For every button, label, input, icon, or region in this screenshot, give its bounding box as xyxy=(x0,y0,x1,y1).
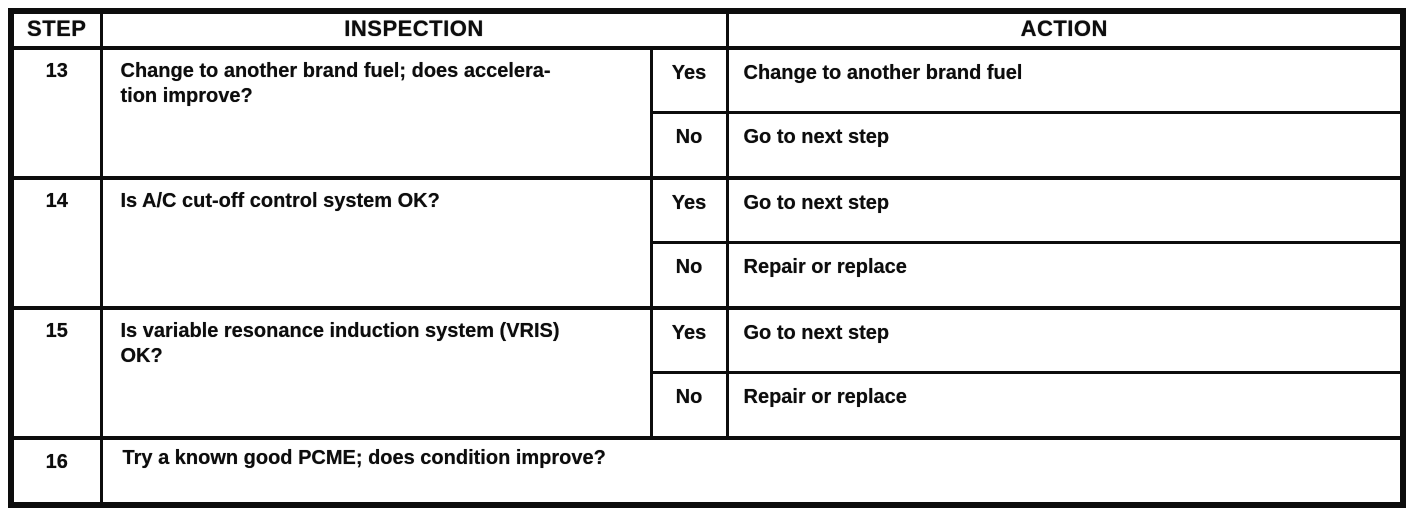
table-row: 13 Change to another brand fuel; does ac… xyxy=(9,45,1405,180)
column-header-step: STEP xyxy=(9,9,103,50)
action-text: Repair or replace xyxy=(725,371,1405,440)
step-number: 14 xyxy=(9,176,103,310)
answer-label-yes: Yes xyxy=(649,46,729,115)
table-row: No Repair or replace xyxy=(11,241,1405,310)
action-text: Go to next step xyxy=(725,111,1405,180)
step-number: 16 xyxy=(9,436,103,507)
answer-label-no: No xyxy=(649,241,729,310)
answer-label-no: No xyxy=(649,111,729,180)
action-text: Repair or replace xyxy=(725,241,1405,310)
step-number: 13 xyxy=(9,45,103,180)
table-row: No Go to next step xyxy=(11,111,1405,180)
table-header-row: STEP INSPECTION ACTION xyxy=(9,9,1405,50)
table-row: 14 Is A/C cut-off control system OK? Yes… xyxy=(9,176,1405,310)
inspection-text: Change to another brand fuel; does accel… xyxy=(99,45,653,180)
table-row: 15 Is variable resonance induction syste… xyxy=(9,306,1405,440)
inspection-text: Is variable resonance induction system (… xyxy=(99,306,653,440)
answer-label-yes: Yes xyxy=(649,306,729,375)
inspection-text: Try a known good PCME; does condition im… xyxy=(99,436,1405,507)
answer-label-yes: Yes xyxy=(649,176,729,245)
table-row: 16 Try a known good PCME; does condition… xyxy=(9,436,1405,507)
action-text: Go to next step xyxy=(725,306,1405,375)
troubleshooting-table: STEP INSPECTION ACTION 13 Change to anot… xyxy=(8,8,1406,508)
action-text: Change to another brand fuel xyxy=(725,46,1405,115)
column-header-action: ACTION xyxy=(725,9,1405,50)
table-row: No Repair or replace xyxy=(11,371,1405,440)
answer-label-no: No xyxy=(649,371,729,440)
step-number: 15 xyxy=(9,306,103,440)
inspection-text: Is A/C cut-off control system OK? xyxy=(99,176,653,310)
column-header-inspection: INSPECTION xyxy=(99,9,729,50)
action-text: Go to next step xyxy=(725,176,1405,245)
